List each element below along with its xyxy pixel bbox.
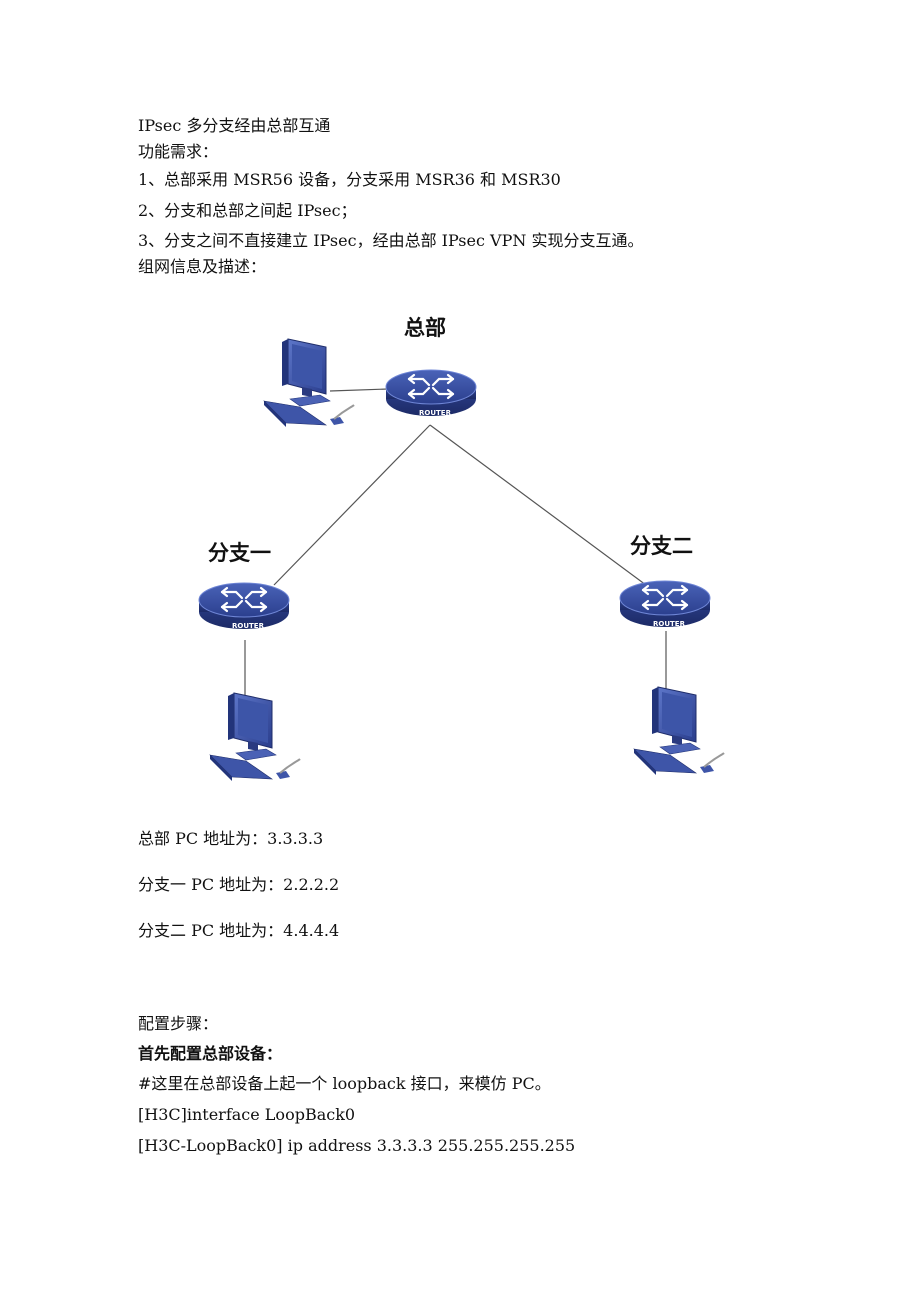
hq-router-text: ROUTER	[419, 409, 452, 417]
config-first-step: 首先配置总部设备：	[138, 1044, 283, 1063]
doc-title: IPsec 多分支经由总部互通	[138, 116, 331, 135]
branch1-label: 分支一	[208, 541, 271, 565]
link-hq-branch2	[429, 424, 651, 589]
link-hq-branch1	[273, 424, 431, 586]
config-heading: 配置步骤：	[138, 1014, 219, 1033]
branch2-label: 分支二	[630, 534, 693, 558]
hq-pc-address: 总部 PC 地址为：3.3.3.3	[138, 829, 324, 848]
network-diagram: 总部 ROUTER 分支一 ROUTER 分支二 ROUTER	[197, 316, 725, 782]
branch2-pc-address: 分支二 PC 地址为：4.4.4.4	[138, 921, 340, 940]
hq-pc-icon	[263, 338, 355, 428]
branch2-router-text: ROUTER	[653, 620, 686, 628]
branch1-pc-address: 分支一 PC 地址为：2.2.2.2	[138, 875, 340, 894]
config-cmd-2: [H3C-LoopBack0] ip address 3.3.3.3 255.2…	[138, 1136, 576, 1155]
branch2-router-icon: ROUTER	[618, 579, 712, 629]
requirement-1: 1、总部采用 MSR56 设备，分支采用 MSR36 和 MSR30	[138, 170, 561, 189]
branch1-router-icon: ROUTER	[197, 581, 291, 631]
config-comment: #这里在总部设备上起一个 loopback 接口，来模仿 PC。	[138, 1074, 551, 1093]
link-hq-pc	[329, 388, 389, 392]
config-cmd-1: [H3C]interface LoopBack0	[138, 1105, 356, 1124]
requirement-3: 3、分支之间不直接建立 IPsec，经由总部 IPsec VPN 实现分支互通。	[138, 231, 644, 250]
branch2-pc-icon	[633, 686, 725, 776]
hq-label: 总部	[404, 316, 446, 340]
requirements-heading: 功能需求：	[138, 142, 219, 161]
hq-router-icon: ROUTER	[384, 368, 478, 418]
requirement-2: 2、分支和总部之间起 IPsec；	[138, 201, 357, 220]
branch1-pc-icon	[209, 692, 301, 782]
network-heading: 组网信息及描述：	[138, 257, 267, 276]
branch1-router-text: ROUTER	[232, 622, 265, 630]
